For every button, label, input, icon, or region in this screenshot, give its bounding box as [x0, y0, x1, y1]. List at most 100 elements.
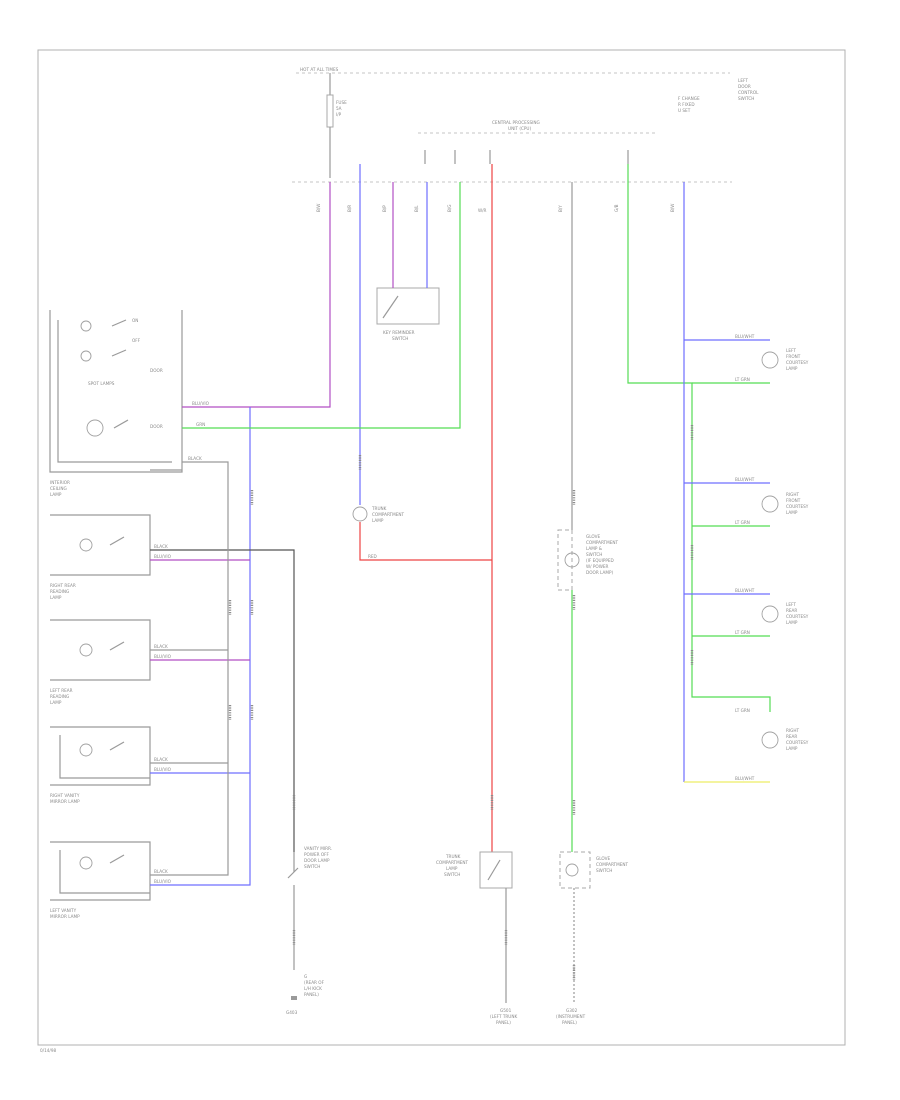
svg-text:B/Y: B/Y: [558, 205, 563, 212]
svg-text:G: G: [304, 974, 307, 979]
svg-text:B/L: B/L: [414, 205, 419, 212]
svg-text:B/R: B/R: [347, 205, 352, 212]
svg-text:SWITCH: SWITCH: [392, 336, 408, 341]
wire-black-vanity-switch: [150, 549, 295, 852]
svg-text:DOOR: DOOR: [150, 424, 163, 429]
svg-text:REAR: REAR: [786, 608, 797, 613]
right-vanity-mirror-lamp: RIGHT VANITY MIRROR LAMP: [50, 726, 151, 804]
svg-text:PANEL): PANEL): [304, 992, 319, 997]
svg-text:GRN: GRN: [196, 422, 205, 427]
right-legend: LEFT DOOR CONTROL SWITCH F CHANGE R FIXE…: [678, 78, 759, 113]
svg-text:BLACK: BLACK: [188, 456, 202, 461]
svg-text:U SET: U SET: [678, 108, 691, 113]
svg-text:FUSE: FUSE: [336, 100, 347, 105]
svg-text:DOOR LAMP): DOOR LAMP): [586, 570, 613, 575]
svg-text:COMPARTMENT: COMPARTMENT: [372, 512, 405, 517]
wire-labels: BLU/VIO GRN BLACK BLACK BLU/VIO BLACK BL…: [154, 334, 755, 884]
svg-text:TRUNK: TRUNK: [371, 506, 387, 511]
svg-text:(LEFT TRUNK: (LEFT TRUNK: [490, 1014, 518, 1019]
svg-text:LEFT REAR: LEFT REAR: [50, 688, 73, 693]
right-front-courtesy-lamp: RIGHT FRONT COURTESY LAMP: [761, 492, 809, 515]
svg-text:BLU/VIO: BLU/VIO: [154, 654, 172, 659]
svg-text:L/H KICK: L/H KICK: [304, 986, 322, 991]
right-rear-courtesy-lamp: RIGHT REAR COURTESY LAMP: [761, 728, 809, 751]
svg-text:VANITY MIRR.: VANITY MIRR.: [304, 846, 332, 851]
svg-text:LT GRN: LT GRN: [735, 630, 750, 635]
glove-compartment-lamp: GLOVE COMPARTMENT LAMP & SWITCH (IF EQUI…: [557, 529, 619, 591]
svg-text:RED: RED: [368, 554, 377, 559]
svg-text:RIGHT: RIGHT: [786, 492, 800, 497]
connector-pins: B/W B/R B/P B/L B/G W/R B/Y G/B B/W: [316, 204, 675, 213]
svg-text:SWITCH: SWITCH: [596, 868, 612, 873]
svg-text:(INSTRUMENT: (INSTRUMENT: [556, 1014, 586, 1019]
svg-text:W/ POWER: W/ POWER: [586, 564, 608, 569]
wire-markers: [228, 425, 694, 980]
diagram-frame: [37, 49, 846, 1046]
svg-text:BLACK: BLACK: [154, 544, 168, 549]
svg-text:TRUNK: TRUNK: [445, 854, 461, 859]
svg-text:BLU/VIO: BLU/VIO: [154, 767, 172, 772]
svg-text:LAMP: LAMP: [446, 866, 458, 871]
svg-text:RIGHT: RIGHT: [786, 728, 800, 733]
hot-at-all-times-bus: HOT AT ALL TIMES: [296, 67, 730, 74]
svg-text:LEFT: LEFT: [786, 602, 796, 607]
ground-symbol-left: [291, 996, 297, 1000]
svg-text:BLACK: BLACK: [154, 757, 168, 762]
svg-text:BLACK: BLACK: [154, 644, 168, 649]
svg-text:READING: READING: [50, 589, 69, 594]
svg-text:MIRROR LAMP: MIRROR LAMP: [50, 799, 80, 804]
svg-text:LAMP: LAMP: [50, 595, 62, 600]
svg-text:CENTRAL PROCESSING: CENTRAL PROCESSING: [492, 120, 540, 125]
svg-text:SPOT LAMPS: SPOT LAMPS: [88, 381, 115, 386]
svg-text:BLU/WHT: BLU/WHT: [735, 588, 755, 593]
svg-text:COURTESY: COURTESY: [786, 614, 809, 619]
svg-text:UNIT (CPU): UNIT (CPU): [508, 126, 531, 131]
svg-text:LEFT: LEFT: [786, 348, 796, 353]
svg-text:PANEL): PANEL): [496, 1020, 511, 1025]
svg-text:LAMP: LAMP: [50, 492, 62, 497]
svg-text:5A: 5A: [336, 106, 342, 111]
wire-green-interior: [182, 182, 461, 429]
trunk-compartment-lamp: TRUNK COMPARTMENT LAMP: [352, 506, 405, 523]
interior-lamps-block: SPOT LAMPS ON OFF DOOR DOOR INTERIOR CEI…: [49, 310, 183, 497]
svg-text:LT GRN: LT GRN: [735, 520, 750, 525]
svg-text:LT GRN: LT GRN: [735, 377, 750, 382]
svg-text:B/G: B/G: [447, 204, 452, 212]
wire-blue-left: [150, 407, 251, 886]
svg-text:SWITCH: SWITCH: [586, 552, 602, 557]
svg-text:SWITCH: SWITCH: [738, 96, 754, 101]
svg-text:RIGHT REAR: RIGHT REAR: [50, 583, 76, 588]
svg-text:MIRROR LAMP: MIRROR LAMP: [50, 914, 80, 919]
svg-text:BLU/WHT: BLU/WHT: [735, 776, 755, 781]
svg-text:DOOR: DOOR: [150, 368, 163, 373]
svg-text:BLU/WHT: BLU/WHT: [735, 477, 755, 482]
svg-text:COURTESY: COURTESY: [786, 504, 809, 509]
wires: [150, 164, 771, 886]
svg-text:SWITCH: SWITCH: [304, 864, 320, 869]
svg-text:CONTROL: CONTROL: [738, 90, 759, 95]
svg-text:FRONT: FRONT: [786, 354, 801, 359]
svg-text:SWITCH: SWITCH: [444, 872, 460, 877]
svg-text:LT GRN: LT GRN: [735, 708, 750, 713]
right-rear-reading-lamp: RIGHT REAR READING LAMP: [50, 514, 151, 600]
svg-text:PANEL): PANEL): [562, 1020, 577, 1025]
svg-text:B/W: B/W: [316, 204, 321, 212]
svg-text:LAMP: LAMP: [372, 518, 384, 523]
svg-text:B/P: B/P: [382, 205, 387, 212]
svg-text:LAMP: LAMP: [786, 510, 798, 515]
svg-text:G302: G302: [566, 1008, 578, 1013]
central-processing-unit: CENTRAL PROCESSING UNIT (CPU): [418, 120, 655, 164]
svg-text:COMPARTMENT: COMPARTMENT: [586, 540, 619, 545]
svg-text:COMPARTMENT: COMPARTMENT: [596, 862, 629, 867]
svg-text:BLU/VIO: BLU/VIO: [154, 554, 172, 559]
svg-text:LEFT VANITY: LEFT VANITY: [50, 908, 77, 913]
svg-text:COURTESY: COURTESY: [786, 360, 809, 365]
svg-text:LAMP: LAMP: [786, 366, 798, 371]
svg-text:GLOVE: GLOVE: [586, 534, 601, 539]
key-reminder-switch: KEY REMINDER SWITCH: [376, 287, 440, 341]
svg-text:LAMP: LAMP: [786, 746, 798, 751]
svg-text:(REAR OF: (REAR OF: [304, 980, 325, 985]
svg-text:COMPARTMENT: COMPARTMENT: [436, 860, 469, 865]
svg-text:R FIXED: R FIXED: [678, 102, 695, 107]
